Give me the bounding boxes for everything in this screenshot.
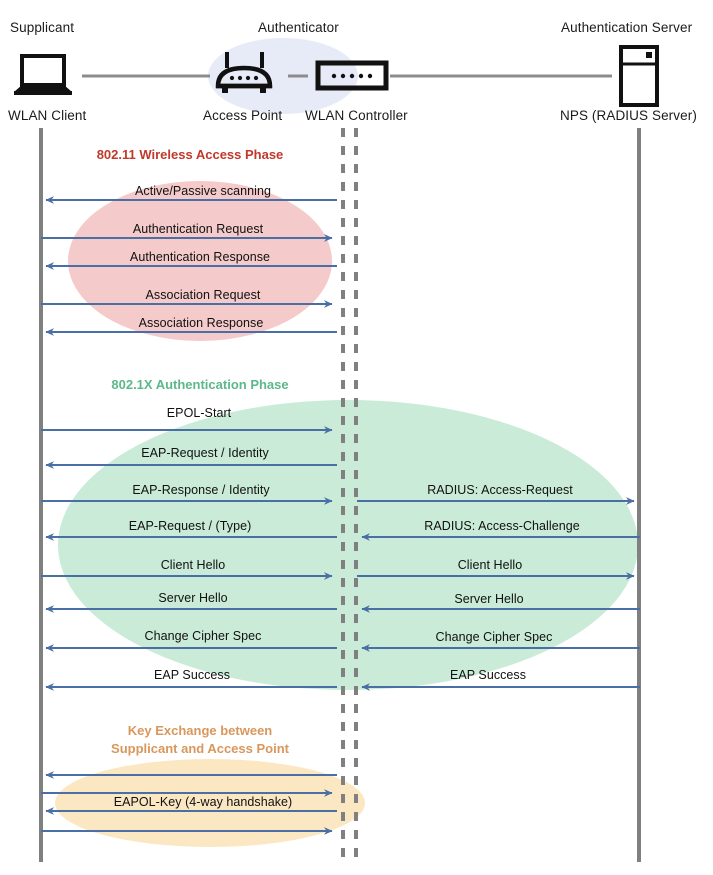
access-point-icon [215,52,273,93]
device-label-access-point: Access Point [203,108,283,123]
message-label-left-7: EAP-Response / Identity [132,483,270,497]
device-label-nps-radius-server: NPS (RADIUS Server) [560,108,697,123]
phase-8021x-ellipse [58,400,638,690]
message-label-right-2: Client Hello [457,558,523,572]
authenticator-halo [208,38,358,114]
message-label-left-2: Authentication Response [129,250,271,264]
message-label-right-3: Server Hello [454,592,524,606]
message-label-left-9: Client Hello [160,558,226,572]
message-label-left-14: EAPOL-Key (4-way handshake) [113,795,293,809]
message-label-right-5: EAP Success [449,668,527,682]
server-icon [619,45,659,107]
device-label-wlan-client: WLAN Client [8,108,87,123]
message-label-left-10: Server Hello [158,591,228,605]
message-label-left-4: Association Response [138,316,264,330]
role-label-auth-server: Authentication Server [561,20,693,35]
message-label-right-4: Change Cipher Spec [435,630,553,644]
wlan-controller-icon [315,60,389,91]
arrows-left [41,196,337,835]
laptop-icon [14,54,72,95]
phase-key-line2: Supplicant and Access Point [111,741,289,756]
message-label-right-1: RADIUS: Access-Challenge [424,519,580,533]
phase-key-ellipse [55,759,365,847]
phase-label-8021x: 802.1X Authentication Phase [111,377,289,392]
message-label-left-12: EAP Success [153,668,231,682]
arrows-right [357,497,640,691]
message-label-left-8: EAP-Request / (Type) [128,519,252,533]
phase-80211-ellipse [68,181,332,341]
message-label-left-1: Authentication Request [132,222,264,236]
message-label-right-0: RADIUS: Access-Request [427,483,573,497]
device-label-wlan-controller: WLAN Controller [305,108,408,123]
phase-label-80211: 802.11 Wireless Access Phase [96,147,284,162]
message-label-left-11: Change Cipher Spec [144,629,262,643]
message-label-left-0: Active/Passive scanning [135,184,271,198]
message-label-left-5: EPOL-Start [166,406,232,420]
phase-key-line1: Key Exchange between [127,723,273,738]
role-label-authenticator: Authenticator [258,20,339,35]
phase-label-key-exchange: Key Exchange between Supplicant and Acce… [111,722,289,758]
message-label-left-3: Association Request [145,288,261,302]
role-label-supplicant: Supplicant [10,20,75,35]
message-label-left-6: EAP-Request / Identity [141,446,269,460]
